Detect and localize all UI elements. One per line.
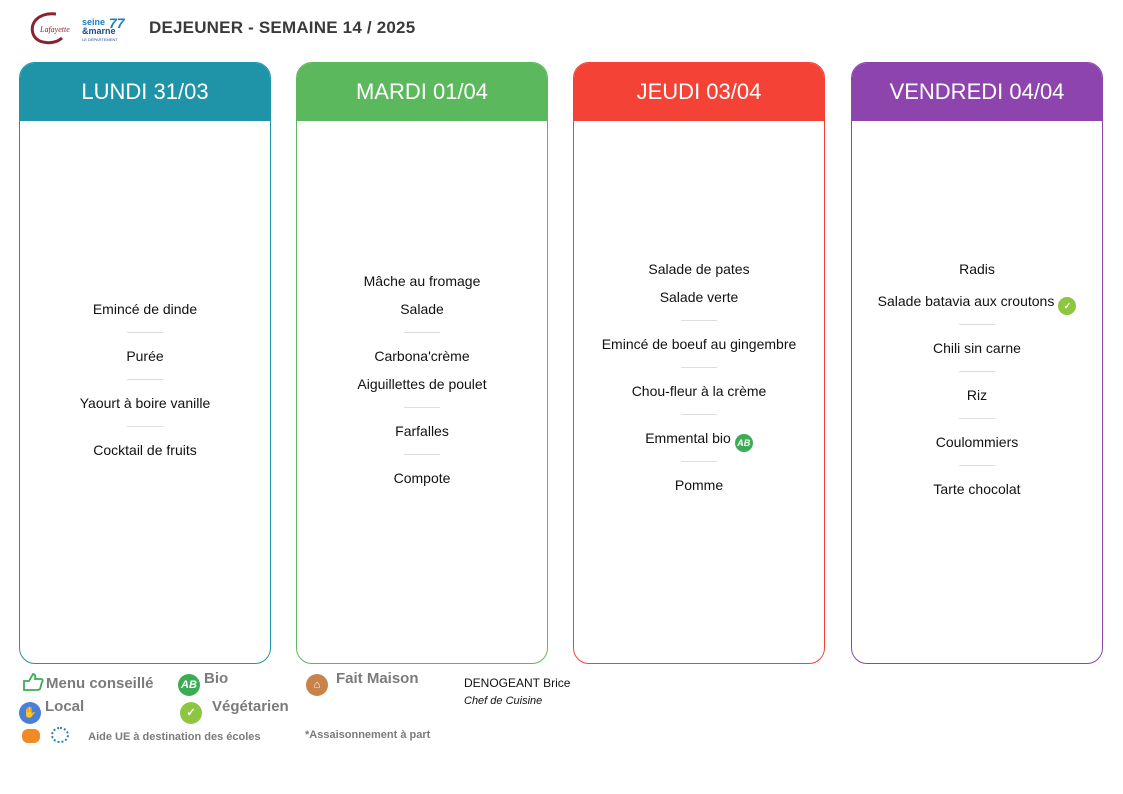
separator: [681, 320, 717, 321]
menu-item: Salade batavia aux croutons✓: [852, 287, 1102, 315]
svg-text:&marne: &marne: [82, 26, 116, 36]
seine-et-marne-logo: seine &marne 77 LE DÉPARTEMENT: [82, 15, 126, 42]
menu-item-label: Emmental bio: [645, 430, 731, 446]
menu-item: Tarte chocolat: [933, 481, 1021, 497]
separator: [681, 367, 717, 368]
menu-item: Yaourt à boire vanille: [79, 395, 211, 411]
legend-menu-conseille: Menu conseillé: [22, 672, 154, 692]
day-header: VENDREDI 04/04: [852, 63, 1102, 121]
separator: [959, 371, 995, 372]
menu-item-label: Salade batavia aux croutons: [877, 293, 1055, 309]
day-column-lundi: LUNDI 31/03 Emincé de dinde Purée Yaourt…: [19, 62, 271, 664]
eu-school-scheme-icon: [22, 729, 40, 743]
menu-item: Emincé de boeuf au gingembre: [601, 336, 797, 352]
day-title: LUNDI 31/03: [81, 79, 209, 104]
chef-name: DENOGEANT Brice: [464, 676, 571, 690]
menu-item: Pomme: [674, 477, 724, 493]
seasoning-note: *Assaisonnement à part: [305, 729, 431, 741]
separator: [959, 418, 995, 419]
menu-item: Carbona'crème: [374, 348, 470, 364]
bio-icon: AB: [734, 434, 753, 452]
vegetarian-icon: ✓: [180, 702, 202, 724]
menu-list: Radis Salade batavia aux croutons✓ Chili…: [852, 255, 1102, 503]
legend-label: Local: [45, 698, 85, 715]
separator: [681, 414, 717, 415]
menu-item: Radis: [959, 261, 995, 277]
header: Lafayette seine &marne 77 LE DÉPARTEMENT…: [26, 10, 626, 48]
separator: [404, 407, 440, 408]
svg-text:LE DÉPARTEMENT: LE DÉPARTEMENT: [82, 37, 118, 42]
svg-text:77: 77: [109, 15, 126, 31]
house-icon: ⌂: [306, 674, 328, 696]
menu-item: Riz: [966, 387, 988, 403]
menu-item: Cocktail de fruits: [93, 442, 197, 458]
menu-item: Salade verte: [659, 289, 739, 305]
menu-item: Compote: [393, 470, 451, 486]
day-column-mardi: MARDI 01/04 Mâche au fromage Salade Carb…: [296, 62, 548, 664]
menu-item: Salade: [400, 301, 444, 317]
legend-label: Bio: [204, 670, 229, 687]
separator: [404, 332, 440, 333]
menu-item: Coulommiers: [935, 434, 1019, 450]
day-title: MARDI 01/04: [355, 79, 489, 104]
separator: [127, 379, 163, 380]
separator: [681, 461, 717, 462]
menu-list: Emincé de dinde Purée Yaourt à boire van…: [20, 295, 270, 464]
legend-label: Aide UE à destination des écoles: [88, 731, 261, 743]
day-column-jeudi: JEUDI 03/04 Salade de pates Salade verte…: [573, 62, 825, 664]
menu-item: Aiguillettes de poulet: [357, 376, 487, 392]
day-header: LUNDI 31/03: [20, 63, 270, 121]
day-header: JEUDI 03/04: [574, 63, 824, 121]
menu-item: Emincé de dinde: [92, 301, 198, 317]
lafayette-logo: Lafayette: [30, 12, 70, 45]
bio-icon: AB: [178, 674, 200, 696]
menu-list: Salade de pates Salade verte Emincé de b…: [574, 255, 824, 499]
separator: [959, 465, 995, 466]
menu-item: Mâche au fromage: [363, 273, 481, 289]
legend-local: ✋Local: [19, 698, 84, 724]
page-title: DEJEUNER - SEMAINE 14 / 2025: [149, 18, 416, 37]
menu-item: Salade de pates: [648, 261, 750, 277]
legend-label: Fait Maison: [336, 670, 419, 687]
chef-role: Chef de Cuisine: [464, 695, 543, 707]
separator: [127, 426, 163, 427]
day-title: VENDREDI 04/04: [889, 79, 1065, 104]
separator: [404, 454, 440, 455]
legend-label: Végétarien: [212, 698, 289, 715]
separator: [127, 332, 163, 333]
svg-text:Lafayette: Lafayette: [39, 25, 70, 34]
svg-text:seine: seine: [82, 17, 105, 27]
legend-label: Menu conseillé: [46, 675, 154, 692]
menu-item: Purée: [126, 348, 164, 364]
day-title: JEUDI 03/04: [636, 79, 762, 104]
menu-item: Chou-fleur à la crème: [631, 383, 767, 399]
thumbs-up-icon: [23, 673, 44, 691]
vegetarian-icon: ✓: [1058, 297, 1077, 315]
legend-fait-maison: ⌂ Fait Maison: [306, 670, 419, 696]
day-column-vendredi: VENDREDI 04/04 Radis Salade batavia aux …: [851, 62, 1103, 664]
eu-flag-icon: [51, 727, 70, 743]
menu-item: Farfalles: [395, 423, 449, 439]
menu-item: Chili sin carne: [933, 340, 1021, 356]
day-header: MARDI 01/04: [297, 63, 547, 121]
handshake-icon: ✋: [19, 702, 41, 724]
menu-list: Mâche au fromage Salade Carbona'crème Ai…: [297, 267, 547, 492]
eu-aid-note: Aide UE à destination des écoles: [22, 727, 261, 743]
legend-vegetarien: ✓ Végétarien: [180, 698, 289, 724]
separator: [959, 324, 995, 325]
